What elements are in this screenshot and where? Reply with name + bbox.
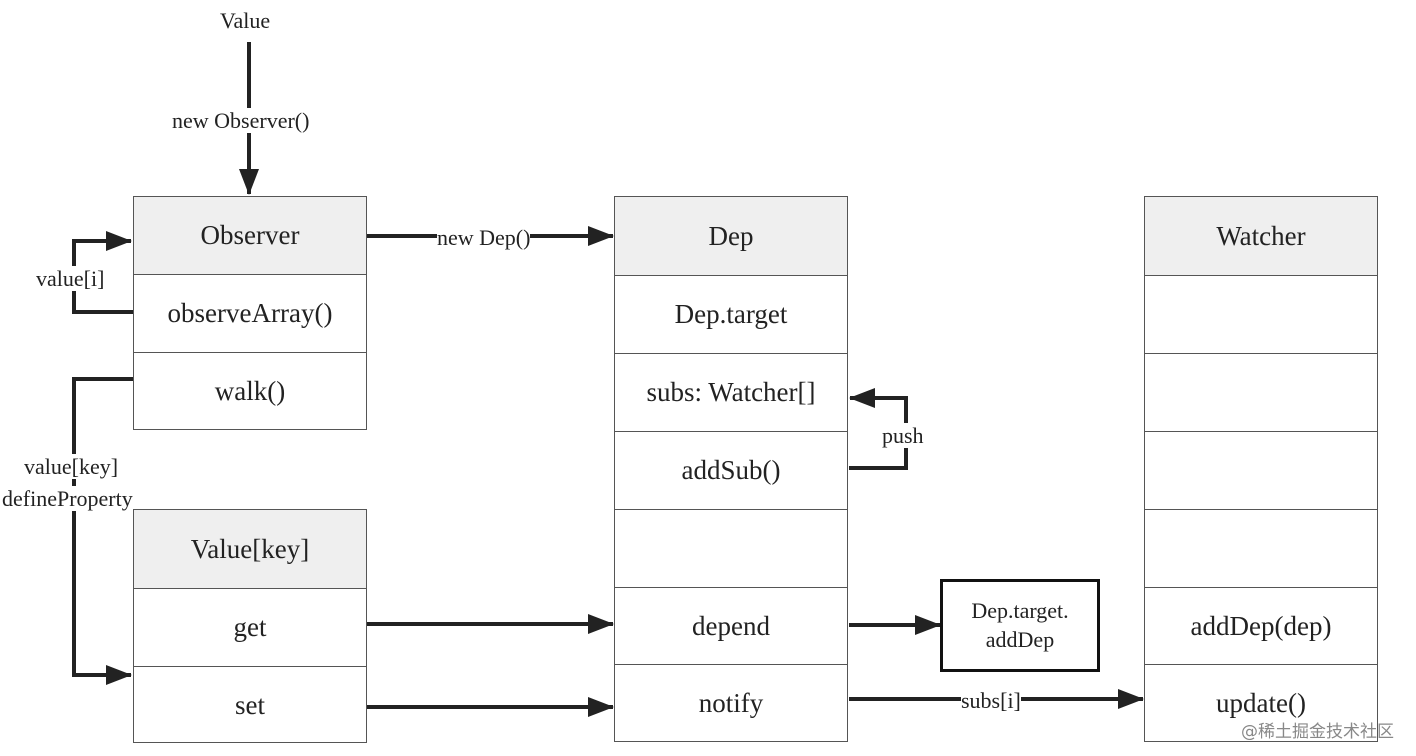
arrow-walk-to-set (72, 377, 133, 685)
observer-title: Observer (134, 197, 366, 274)
note-line: Dep.target. (971, 597, 1069, 623)
watcher-title: Watcher (1145, 197, 1377, 275)
input-value-label: Value (220, 8, 271, 34)
observer-box: Observer observeArray() walk() (133, 196, 367, 430)
dep-title: Dep (615, 197, 847, 275)
value-key-accessor: get (134, 588, 366, 666)
watcher-member: addDep(dep) (1145, 587, 1377, 664)
new-dep-label: new Dep() (437, 225, 531, 251)
dep-member: notify (615, 664, 847, 742)
dep-member: addSub() (615, 431, 847, 509)
dep-member: depend (615, 587, 847, 664)
dep-box: Dep Dep.target subs: Watcher[] addSub() … (614, 196, 848, 742)
dep-member: Dep.target (615, 275, 847, 353)
value-key-accessor: set (134, 666, 366, 743)
observer-method: observeArray() (134, 274, 366, 352)
value-i-label: value[i] (36, 266, 105, 292)
dep-target-adddep-note: Dep.target. addDep (940, 579, 1100, 672)
value-key-box: Value[key] get set (133, 509, 367, 743)
watermark: @稀土掘金技术社区 (1241, 722, 1394, 742)
define-property-label: defineProperty (2, 486, 133, 512)
new-observer-label: new Observer() (172, 108, 310, 134)
watcher-box: Watcher addDep(dep) update() (1144, 196, 1378, 742)
watcher-member (1145, 353, 1377, 431)
subs-i-label: subs[i] (961, 688, 1021, 714)
value-key-title: Value[key] (134, 510, 366, 588)
dep-member (615, 509, 847, 587)
watcher-member (1145, 275, 1377, 353)
value-key-label: value[key] (24, 454, 119, 480)
watcher-member (1145, 431, 1377, 509)
note-line: addDep (985, 626, 1055, 652)
push-label: push (882, 423, 924, 449)
watcher-member (1145, 509, 1377, 587)
observer-method: walk() (134, 352, 366, 430)
watcher-member: update() (1145, 664, 1377, 742)
dep-member: subs: Watcher[] (615, 353, 847, 431)
